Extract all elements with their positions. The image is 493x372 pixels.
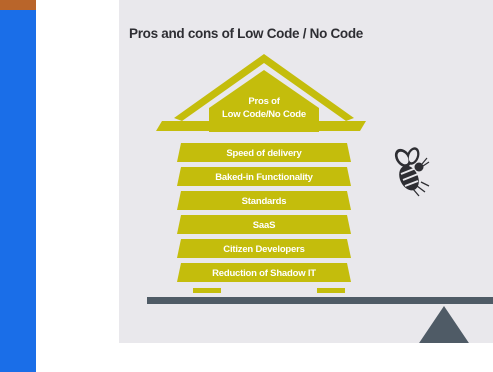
layer-4: SaaS (177, 215, 351, 234)
layer-3: Standards (177, 191, 351, 210)
layer-band (177, 167, 351, 186)
layer-band (177, 239, 351, 258)
layer-6: Reduction of Shadow IT (177, 263, 351, 282)
layer-label: Citizen Developers (223, 244, 304, 255)
bee-icon (394, 147, 430, 197)
scale-diagram: Pros of Low Code/No Code Speed of delive… (147, 54, 493, 343)
layer-label: Standards (242, 196, 287, 207)
layer-label: Reduction of Shadow IT (212, 268, 316, 279)
left-panel-accent (0, 0, 36, 10)
left-foot (193, 288, 221, 293)
roof-label-line1: Pros of (248, 96, 280, 107)
balance-beam (147, 297, 493, 304)
roof-eaves (156, 121, 366, 131)
layer-band (177, 191, 351, 210)
layer-label: Speed of delivery (226, 148, 302, 159)
right-foot (317, 288, 345, 293)
layer-1: Speed of delivery (177, 143, 351, 162)
layer-label: Baked-in Functionality (215, 172, 313, 183)
roof-panel (209, 70, 319, 132)
layer-2: Baked-in Functionality (177, 167, 351, 186)
fulcrum-triangle (419, 306, 469, 343)
layer-band (177, 263, 351, 282)
layer-band (177, 143, 351, 162)
layer-band (177, 215, 351, 234)
layer-label: SaaS (253, 220, 275, 231)
left-blue-panel (0, 0, 36, 372)
diagram-card: Pros and cons of Low Code / No Code Pros… (119, 0, 493, 343)
diagram-title: Pros and cons of Low Code / No Code (129, 26, 364, 41)
roof-label-line2: Low Code/No Code (222, 109, 306, 120)
layer-5: Citizen Developers (177, 239, 351, 258)
